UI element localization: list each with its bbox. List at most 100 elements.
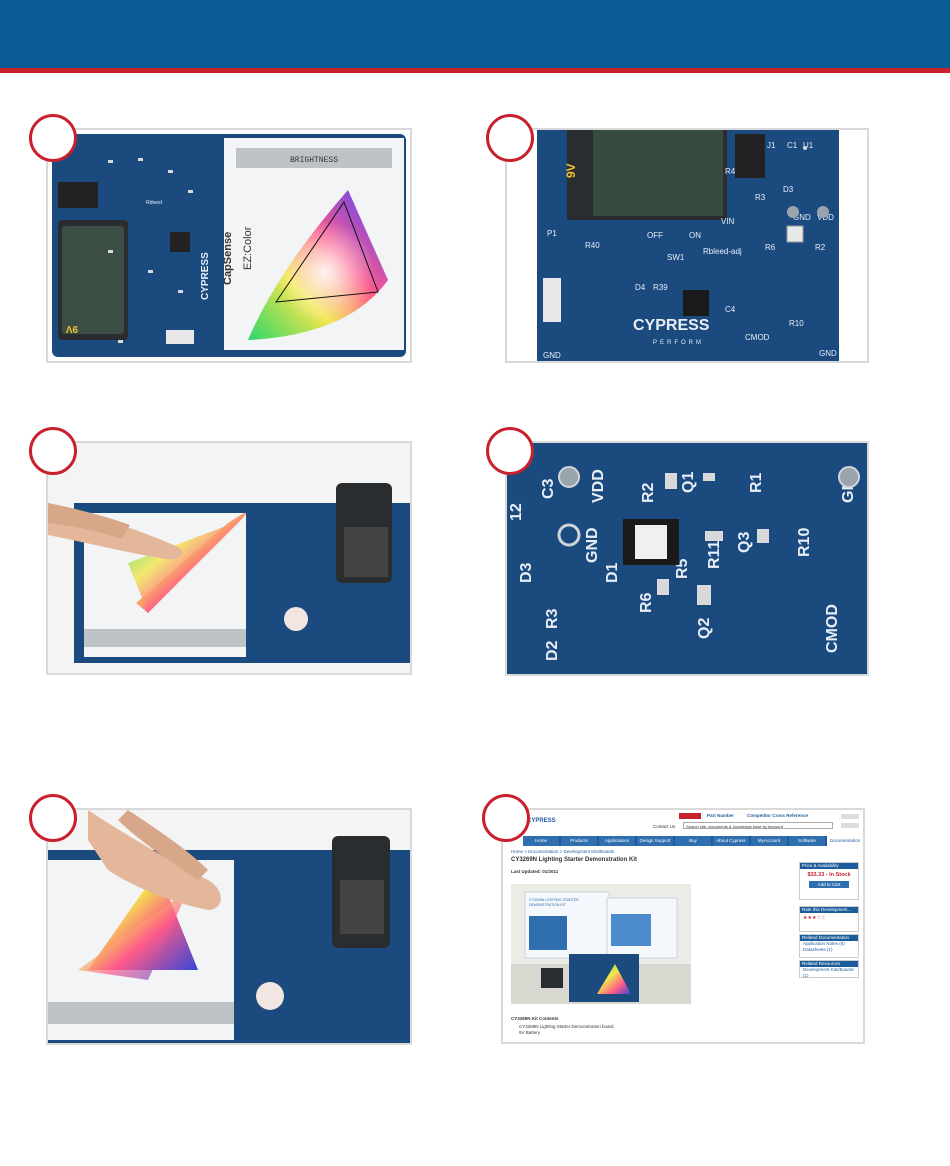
pcb-label-r2-b: R2 xyxy=(640,482,657,503)
pcb-label-d1: D1 xyxy=(604,562,621,583)
pcb-label-q2: Q2 xyxy=(696,618,713,639)
pcb-label-d2: D2 xyxy=(544,640,561,661)
website-search-input[interactable]: Search site, documents & knowledge base … xyxy=(683,822,833,829)
competitor-link[interactable]: Competitor Cross Reference xyxy=(747,813,809,818)
website-last-updated: Last Updated: 01/2011 xyxy=(511,869,559,874)
nav-software[interactable]: Software xyxy=(789,836,825,846)
step-marker-6 xyxy=(482,794,530,842)
pcb-label-r6-b: R6 xyxy=(638,592,655,613)
pcb-label-gnd-1: GND xyxy=(793,213,811,222)
pcb-label-rbleed: Rbleed xyxy=(146,200,162,206)
pcb-label-rbleed-adj: Rbleed-adj xyxy=(703,247,742,256)
related-res-box: Related Resources Development Kits/Board… xyxy=(799,960,859,978)
nav-about[interactable]: About Cypress xyxy=(713,836,749,846)
pcb-label-r3-b: R3 xyxy=(544,608,561,629)
ezcolor-label: EZ:Color xyxy=(242,226,254,270)
price-box: Price & Availability $33.33 - In Stock A… xyxy=(799,862,859,900)
pcb-label-r1: R1 xyxy=(748,472,765,493)
contact-link[interactable]: Contact Us xyxy=(653,824,676,829)
website-nav: Home Products Applications Design Suppor… xyxy=(523,836,863,846)
battery-label-1: 9V xyxy=(65,323,78,334)
kit-box-label: CY3269N LIGHTING STARTER DEMONSTRATION K… xyxy=(529,898,579,907)
related-res-link-1[interactable]: Development Kits/Boards (1) xyxy=(803,967,854,978)
part-number-link[interactable]: Part Number xyxy=(707,813,735,818)
pcb-label-q3: Q3 xyxy=(736,532,753,553)
kit-contents-title: CY3269N Kit Contents xyxy=(511,1016,559,1021)
website-screenshot: CYPRESS Part Number Competitor Cross Ref… xyxy=(503,810,863,1042)
price-title: Price & Availability xyxy=(800,863,858,869)
website-breadcrumb[interactable]: Home > Documentation > Development Kits/… xyxy=(511,849,615,854)
pcb-label-d3: D3 xyxy=(783,185,794,194)
header-stripe xyxy=(0,68,950,73)
pcb-label-sw1: SW1 xyxy=(667,253,685,262)
panel-led-closeup: C3 VDD R2 Q1 R1 D3 GND D1 R5 R11 Q3 R10 … xyxy=(505,441,869,676)
pcb-label-r3: R3 xyxy=(755,193,766,202)
panel-touch-brightness xyxy=(46,808,412,1045)
pcb-label-cmod-2: CMOD xyxy=(824,604,841,653)
panel-website: CYPRESS Part Number Competitor Cross Ref… xyxy=(501,808,865,1044)
pcb-label-vin: VIN xyxy=(721,217,735,226)
pcb-label-vdd-1: VDD xyxy=(817,213,834,222)
pcb-label-r2: R2 xyxy=(815,243,826,252)
pcb-label-d4: D4 xyxy=(635,283,646,292)
nav-applications[interactable]: Applications xyxy=(599,836,635,846)
kit-product-image: CY3269N LIGHTING STARTER DEMONSTRATION K… xyxy=(511,884,691,1004)
panel-touch-triangle xyxy=(46,441,412,675)
pcb-label-r6: R6 xyxy=(765,243,776,252)
related-doc-link-1[interactable]: Application Notes (6) xyxy=(803,941,845,946)
pcb-label-c4: C4 xyxy=(725,305,736,314)
brightness-label: BRIGHTNESS xyxy=(290,156,338,165)
step-marker-2 xyxy=(486,114,534,162)
pcb-label-vdd-2: VDD xyxy=(590,469,607,503)
step-marker-3 xyxy=(29,427,77,475)
pcb-label-r10: R10 xyxy=(789,319,804,328)
pcb-label-r4: R4 xyxy=(725,167,736,176)
pcb-label-q1: Q1 xyxy=(680,472,697,493)
panel-board-closeup: 9V J1 R4 R3 C1 U1 D3 GND VDD VIN OFF ON … xyxy=(505,128,869,363)
nav-home[interactable]: Home xyxy=(523,836,559,846)
related-res-title: Related Resources xyxy=(800,961,858,967)
pcb-label-r40: R40 xyxy=(585,241,600,250)
related-docs-box: Related Documentation Application Notes … xyxy=(799,934,859,958)
nav-buy[interactable]: Buy xyxy=(675,836,711,846)
pcb-label-on: ON xyxy=(689,231,701,240)
battery-label-2: 9V xyxy=(564,163,578,178)
website-logo: CYPRESS xyxy=(527,818,556,824)
pcb-label-gnd-4: GND xyxy=(584,527,601,563)
step-marker-4 xyxy=(486,427,534,475)
brand-label-1: CYPRESS xyxy=(200,252,211,300)
header-band xyxy=(0,0,950,68)
add-to-cart-button[interactable]: Add to Cart xyxy=(809,881,849,888)
pcb-label-r39: R39 xyxy=(653,283,668,292)
tagline-label: PERFORM xyxy=(653,340,704,346)
pcb-label-j1: J1 xyxy=(767,141,776,150)
kit-contents-item-2: 9V Battery xyxy=(519,1030,541,1035)
pcb-label-c1: C1 xyxy=(787,141,798,150)
brand-label-2: CYPRESS xyxy=(633,317,710,334)
pcb-label-gnd-3: GND xyxy=(819,349,837,358)
nav-documentation[interactable]: Documentation xyxy=(827,836,863,846)
step-marker-1 xyxy=(29,114,77,162)
pcb-label-r11: R11 xyxy=(706,540,723,569)
pcb-label-r10-b: R10 xyxy=(796,528,813,557)
pcb-label-d3-b: D3 xyxy=(518,562,535,583)
price-value: $33.33 - In Stock xyxy=(807,872,851,878)
rate-title: Rate this Development... xyxy=(800,907,858,913)
pcb-label-p1: P1 xyxy=(547,229,557,238)
panel-board-overview: BRIGHTNESS CapSense EZ:Color 9V CYPRESS … xyxy=(46,128,412,363)
capsense-label: CapSense xyxy=(222,232,234,285)
pcb-label-u1: U1 xyxy=(803,141,814,150)
rate-box: Rate this Development... ★★★☆☆ xyxy=(799,906,859,932)
kit-contents-item-1: CY3269N Lighting Starter Demonstration b… xyxy=(519,1024,614,1029)
nav-myaccount[interactable]: MyAccount xyxy=(751,836,787,846)
related-doc-link-2[interactable]: Datasheets (1) xyxy=(803,947,833,952)
related-docs-title: Related Documentation xyxy=(800,935,858,941)
nav-design-support[interactable]: Design Support xyxy=(637,836,673,846)
pcb-label-off: OFF xyxy=(647,231,663,240)
website-top-bar: CYPRESS Part Number Competitor Cross Ref… xyxy=(503,810,863,836)
pcb-label-12: 12 xyxy=(508,503,525,521)
pcb-label-c3: C3 xyxy=(540,478,557,499)
pcb-label-gnd-2: GND xyxy=(543,351,561,360)
nav-products[interactable]: Products xyxy=(561,836,597,846)
rating-stars-icon[interactable]: ★★★☆☆ xyxy=(803,915,826,921)
